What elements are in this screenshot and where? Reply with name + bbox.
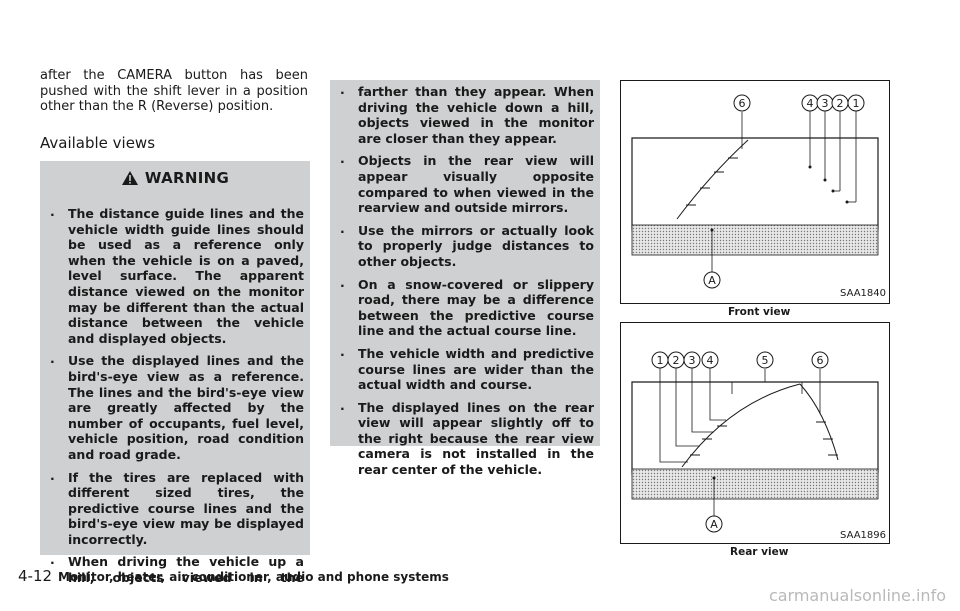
warning-title-text: WARNING	[144, 169, 230, 187]
warning-item: The displayed lines on the rear view wil…	[336, 398, 594, 478]
callout-1: 1	[657, 354, 664, 367]
callout-2: 2	[673, 354, 680, 367]
front-figure-code: SAA1840	[840, 288, 886, 299]
callout-3: 3	[689, 354, 696, 367]
front-view-diagram: 6 4 3 2 1 A	[620, 80, 890, 304]
callout-1: 1	[853, 97, 860, 110]
callout-4: 4	[807, 97, 814, 110]
warning-item: Use the displayed lines and the bird's-e…	[46, 351, 304, 462]
callout-4: 4	[707, 354, 714, 367]
warning-item: When driving the vehicle up a hill, obje…	[46, 554, 304, 585]
callout-3: 3	[822, 97, 829, 110]
warning-box-continued: farther than they appear. When driving t…	[330, 80, 600, 477]
rear-figure-code: SAA1896	[840, 530, 886, 541]
front-view-figure: 6 4 3 2 1 A SAA1840 Front view	[620, 80, 890, 320]
intro-paragraph: after the CAMERA button has been pushed …	[40, 68, 308, 115]
warning-list-col2: farther than they appear. When driving t…	[336, 82, 594, 485]
section-heading: Available views	[40, 134, 156, 152]
section-title: Monitor, heater, air conditioner, audio …	[58, 570, 449, 584]
rear-view-figure: 1 2 3 4 5 6 A SAA1896 Rear view	[620, 322, 890, 562]
page-footer: 4-12 Monitor, heater, air conditioner, au…	[18, 566, 449, 585]
warning-item: Objects in the rear view will appear vis…	[336, 151, 594, 215]
callout-a: A	[708, 274, 716, 287]
callout-6: 6	[817, 354, 824, 367]
warning-item: The vehicle width and predictive course …	[336, 344, 594, 393]
callout-6: 6	[739, 97, 746, 110]
warning-box: WARNING The distance guide lines and the…	[40, 161, 310, 585]
callout-2: 2	[837, 97, 844, 110]
page-number: 4-12	[18, 567, 53, 585]
watermark: carmanualsonline.info	[768, 586, 946, 605]
warning-triangle-icon	[121, 171, 138, 185]
warning-list-col1: The distance guide lines and the vehicle…	[46, 204, 304, 585]
warning-item: The distance guide lines and the vehicle…	[46, 204, 304, 346]
warning-title: WARNING	[40, 169, 310, 187]
callout-a: A	[710, 518, 718, 531]
callout-5: 5	[762, 354, 769, 367]
rear-figure-caption: Rear view	[730, 546, 789, 558]
warning-item: If the tires are replaced with different…	[46, 468, 304, 548]
warning-item-continued: farther than they appear. When driving t…	[336, 82, 594, 146]
warning-item: On a snow-covered or slippery road, ther…	[336, 275, 594, 339]
rear-view-diagram: 1 2 3 4 5 6 A	[620, 322, 890, 544]
front-figure-caption: Front view	[728, 306, 791, 318]
warning-item: Use the mirrors or actually look to prop…	[336, 221, 594, 270]
warning-item-continued-text: farther than they appear. When driving t…	[358, 84, 594, 146]
